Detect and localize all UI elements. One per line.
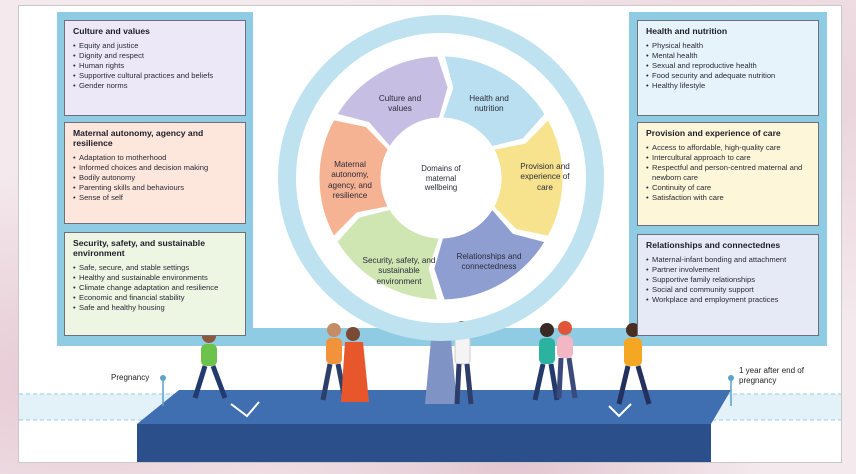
relationships-list: Maternal-infant bonding and attachment P… [646,255,810,306]
relationships-title: Relationships and connectednes [646,240,781,250]
list-item: Parenting skills and behaviours [73,183,237,193]
list-item: Informed choices and decision making [73,163,237,173]
list-item: Maternal-infant bonding and attachment [646,255,810,265]
list-item: Workplace and employment practices [646,295,810,305]
list-item: Mental health [646,51,810,61]
culture-values-box: Culture and values Equity and justice Di… [64,20,246,116]
list-item: Healthy lifestyle [646,81,810,91]
friends-walking [532,321,578,401]
culture-values-title: Culture and values [73,26,150,36]
provision-care-box: Provision and experience of care Access … [637,122,819,226]
security-safety-list: Safe, secure, and stable settings Health… [73,263,237,314]
maternal-autonomy-list: Adaptation to motherhood Informed choice… [73,153,237,204]
start-marker [160,375,166,381]
list-item: Continuity of care [646,183,810,193]
segment-label-relationships: Relationships and connectedness [456,252,522,272]
security-safety-box: Security, safety, and sustainable enviro… [64,232,246,336]
health-nutrition-list: Physical health Mental health Sexual and… [646,41,810,92]
list-item: Supportive family relationships [646,275,810,285]
list-item: Adaptation to motherhood [73,153,237,163]
list-item: Human rights [73,61,237,71]
list-item: Food security and adequate nutrition [646,71,810,81]
timeline-platform [19,375,841,462]
health-nutrition-box: Health and nutrition Physical health Men… [637,20,819,116]
list-item: Equity and justice [73,41,237,51]
list-item: Respectful and person-centred maternal a… [646,163,810,183]
segment-label-autonomy: Maternal autonomy, agency, and resilienc… [327,160,372,200]
list-item: Physical health [646,41,810,51]
timeline-end-label: 1 year after end of pregnancy [739,366,804,385]
timeline-start-label: Pregnancy [111,373,150,382]
list-item: Supportive cultural practices and belief… [73,71,237,81]
list-item: Healthy and sustainable environments [73,273,237,283]
end-marker [728,375,734,381]
list-item: Sexual and reproductive health [646,61,810,71]
list-item: Satisfaction with care [646,193,810,203]
wheel-segment-0 [441,55,546,148]
security-safety-title: Security, safety, and sustainable enviro… [73,238,205,258]
wheel-center [384,121,498,235]
health-nutrition-title: Health and nutrition [646,26,728,36]
list-item: Climate change adaptation and resilience [73,283,237,293]
wheel-center-label: Domains of maternal wellbeing [421,164,461,193]
wheel-segment-3 [336,208,441,301]
domains-wheel [278,15,604,341]
list-item: Access to affordable, high-quality care [646,143,810,153]
list-item: Partner involvement [646,265,810,275]
maternal-autonomy-title: Maternal autonomy, agency and resilience [73,128,204,148]
segment-label-provision: Provision and experience of care [520,162,570,192]
list-item: Safe, secure, and stable settings [73,263,237,273]
segment-label-security: Security, safety, and sustainable enviro… [362,256,436,286]
relationships-box: Relationships and connectednes Maternal-… [637,234,819,336]
list-item: Dignity and respect [73,51,237,61]
wheel-segment-1 [492,118,564,237]
provision-care-list: Access to affordable, high-quality care … [646,143,810,204]
person-pregnant-walking [192,323,228,399]
wheel-segment-4 [318,119,390,238]
people-illustration [192,321,652,405]
couple-walking [320,323,369,402]
list-item: Bodily autonomy [73,173,237,183]
maternal-autonomy-box: Maternal autonomy, agency and resilience… [64,122,246,224]
provision-care-title: Provision and experience of care [646,128,781,138]
figure-card: Health and nutrition Provision and exper… [18,5,842,463]
mother-with-infant [616,323,652,405]
list-item: Intercultural approach to care [646,153,810,163]
list-item: Sense of self [73,193,237,203]
wheel-segment-2 [433,208,546,301]
platform-top [137,390,731,424]
segment-label-culture: Culture and values [378,94,422,114]
culture-values-list: Equity and justice Dignity and respect H… [73,41,237,92]
wheel-segment-5 [336,55,449,148]
wheel-outer-ring [278,15,604,341]
list-item: Gender norms [73,81,237,91]
list-item: Social and community support [646,285,810,295]
segment-label-health: Health and nutrition [469,94,509,114]
list-item: Economic and financial stability [73,293,237,303]
list-item: Safe and healthy housing [73,303,237,313]
platform-front [137,424,711,462]
